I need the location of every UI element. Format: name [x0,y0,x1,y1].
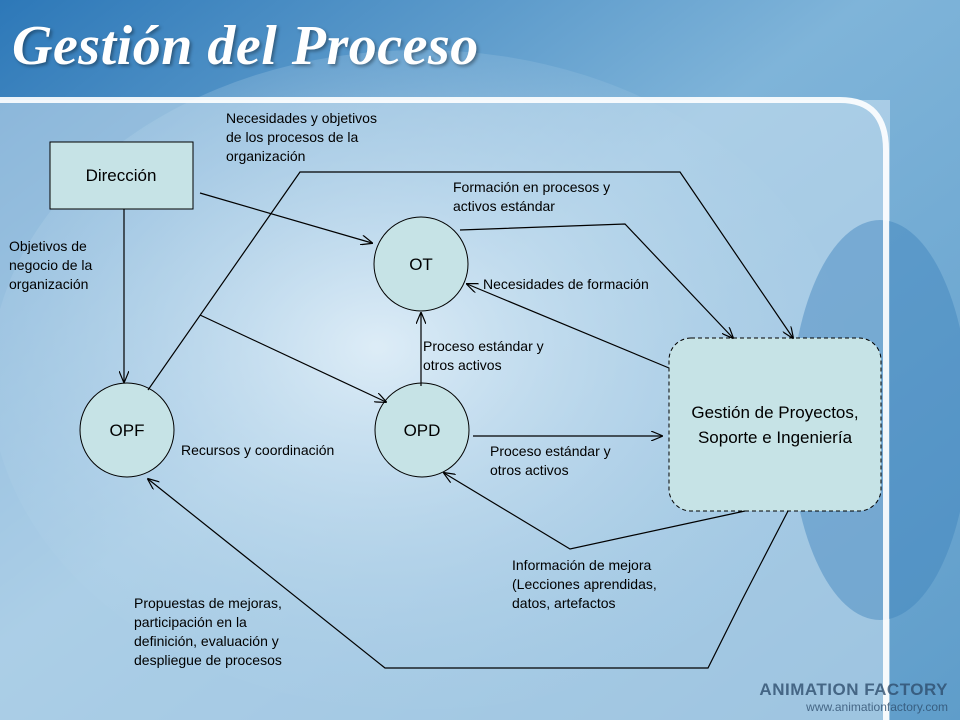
label-formacion-procesos: Formación en procesos y activos estándar [453,179,611,214]
ot-node: OT [373,216,469,312]
arrow-gestion-to-opd [444,473,746,550]
arrow-gestion-to-ot [467,284,670,369]
watermark-brand: ANIMATION FACTORY [759,680,948,699]
opf-node: OPF [79,382,175,478]
opd-node: OPD [374,382,470,478]
arrow-ot-to-gestion [459,223,733,338]
gestion-proyectos-node: Gestión de Proyectos, Soporte e Ingenier… [668,337,882,512]
label-recursos-coordinacion: Recursos y coordinación [181,442,335,458]
watermark-site: www.animationfactory.com [806,700,948,714]
label-proceso-estandar-gp: Proceso estándar y otros activos [490,443,611,478]
direccion-label: Dirección [86,166,157,185]
arrow-opf-to-gestion-top [147,171,793,391]
ot-label: OT [409,255,433,274]
gestion-label-line1: Gestión de Proyectos, [691,403,858,422]
gestion-label-line2: Soporte e Ingeniería [698,428,853,447]
label-informacion-mejora: Información de mejora (Lecciones aprendi… [512,557,657,611]
label-proceso-estandar-ot: Proceso estándar y otros activos [423,338,544,373]
label-necesidades-objetivos: Necesidades y objetivos de los procesos … [226,110,377,164]
direccion-node: Dirección [49,141,194,210]
label-objetivos-negocio: Objetivos de negocio de la organización [9,238,93,292]
arrow-to-ot [199,192,372,243]
arrow-gestion-to-opf [148,479,789,669]
label-necesidades-formacion: Necesidades de formación [483,276,649,292]
page-title: Gestión del Proceso [12,15,479,77]
opd-label: OPD [404,421,441,440]
arrow-to-opd [199,314,386,402]
label-propuestas-mejoras: Propuestas de mejoras, participación en … [134,595,282,668]
watermark: ANIMATION FACTORY www.animationfactory.c… [759,680,948,714]
opf-label: OPF [110,421,145,440]
